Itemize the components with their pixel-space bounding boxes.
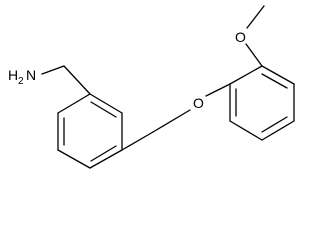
bond-ring1-c xyxy=(89,149,123,169)
bond-ring-to-ch2-linker xyxy=(121,131,154,151)
bond-ch2-to-n xyxy=(41,65,65,75)
right-benzene-ring xyxy=(229,65,295,141)
amine-n-label: N xyxy=(26,67,36,83)
bond-o-to-methyl xyxy=(246,5,265,29)
amine-h-label: H xyxy=(8,67,18,83)
bond-ring1-d xyxy=(57,149,91,169)
bond-ring-to-methoxy-o xyxy=(245,43,263,67)
bond-ring2-d xyxy=(261,120,295,141)
bond-ring1-f xyxy=(57,93,91,114)
bond-ring2-b xyxy=(261,65,295,85)
structure-canvas: H 2 N O O xyxy=(8,5,295,169)
left-benzene-ring xyxy=(57,93,123,169)
bond-ring2-a xyxy=(229,65,263,85)
molecule-structure-diagram: H 2 N O O xyxy=(8,5,295,169)
bond-ring-to-ch2-amine xyxy=(63,65,91,95)
bond-ring1-double-1 xyxy=(90,101,117,118)
bond-ring2-e xyxy=(229,120,263,141)
ether-oxygen-label: O xyxy=(193,95,204,111)
methoxy-oxygen-label: O xyxy=(235,29,246,45)
bond-ring1-double-2 xyxy=(90,145,117,162)
bond-ring2-double-1 xyxy=(261,73,288,89)
bond-ring2-double-2 xyxy=(261,116,288,133)
bond-o-to-right-ring xyxy=(205,83,231,97)
bond-ring1-a xyxy=(89,93,123,114)
amine-subscript-label: 2 xyxy=(18,76,24,87)
bond-ch2-to-o xyxy=(152,109,191,133)
